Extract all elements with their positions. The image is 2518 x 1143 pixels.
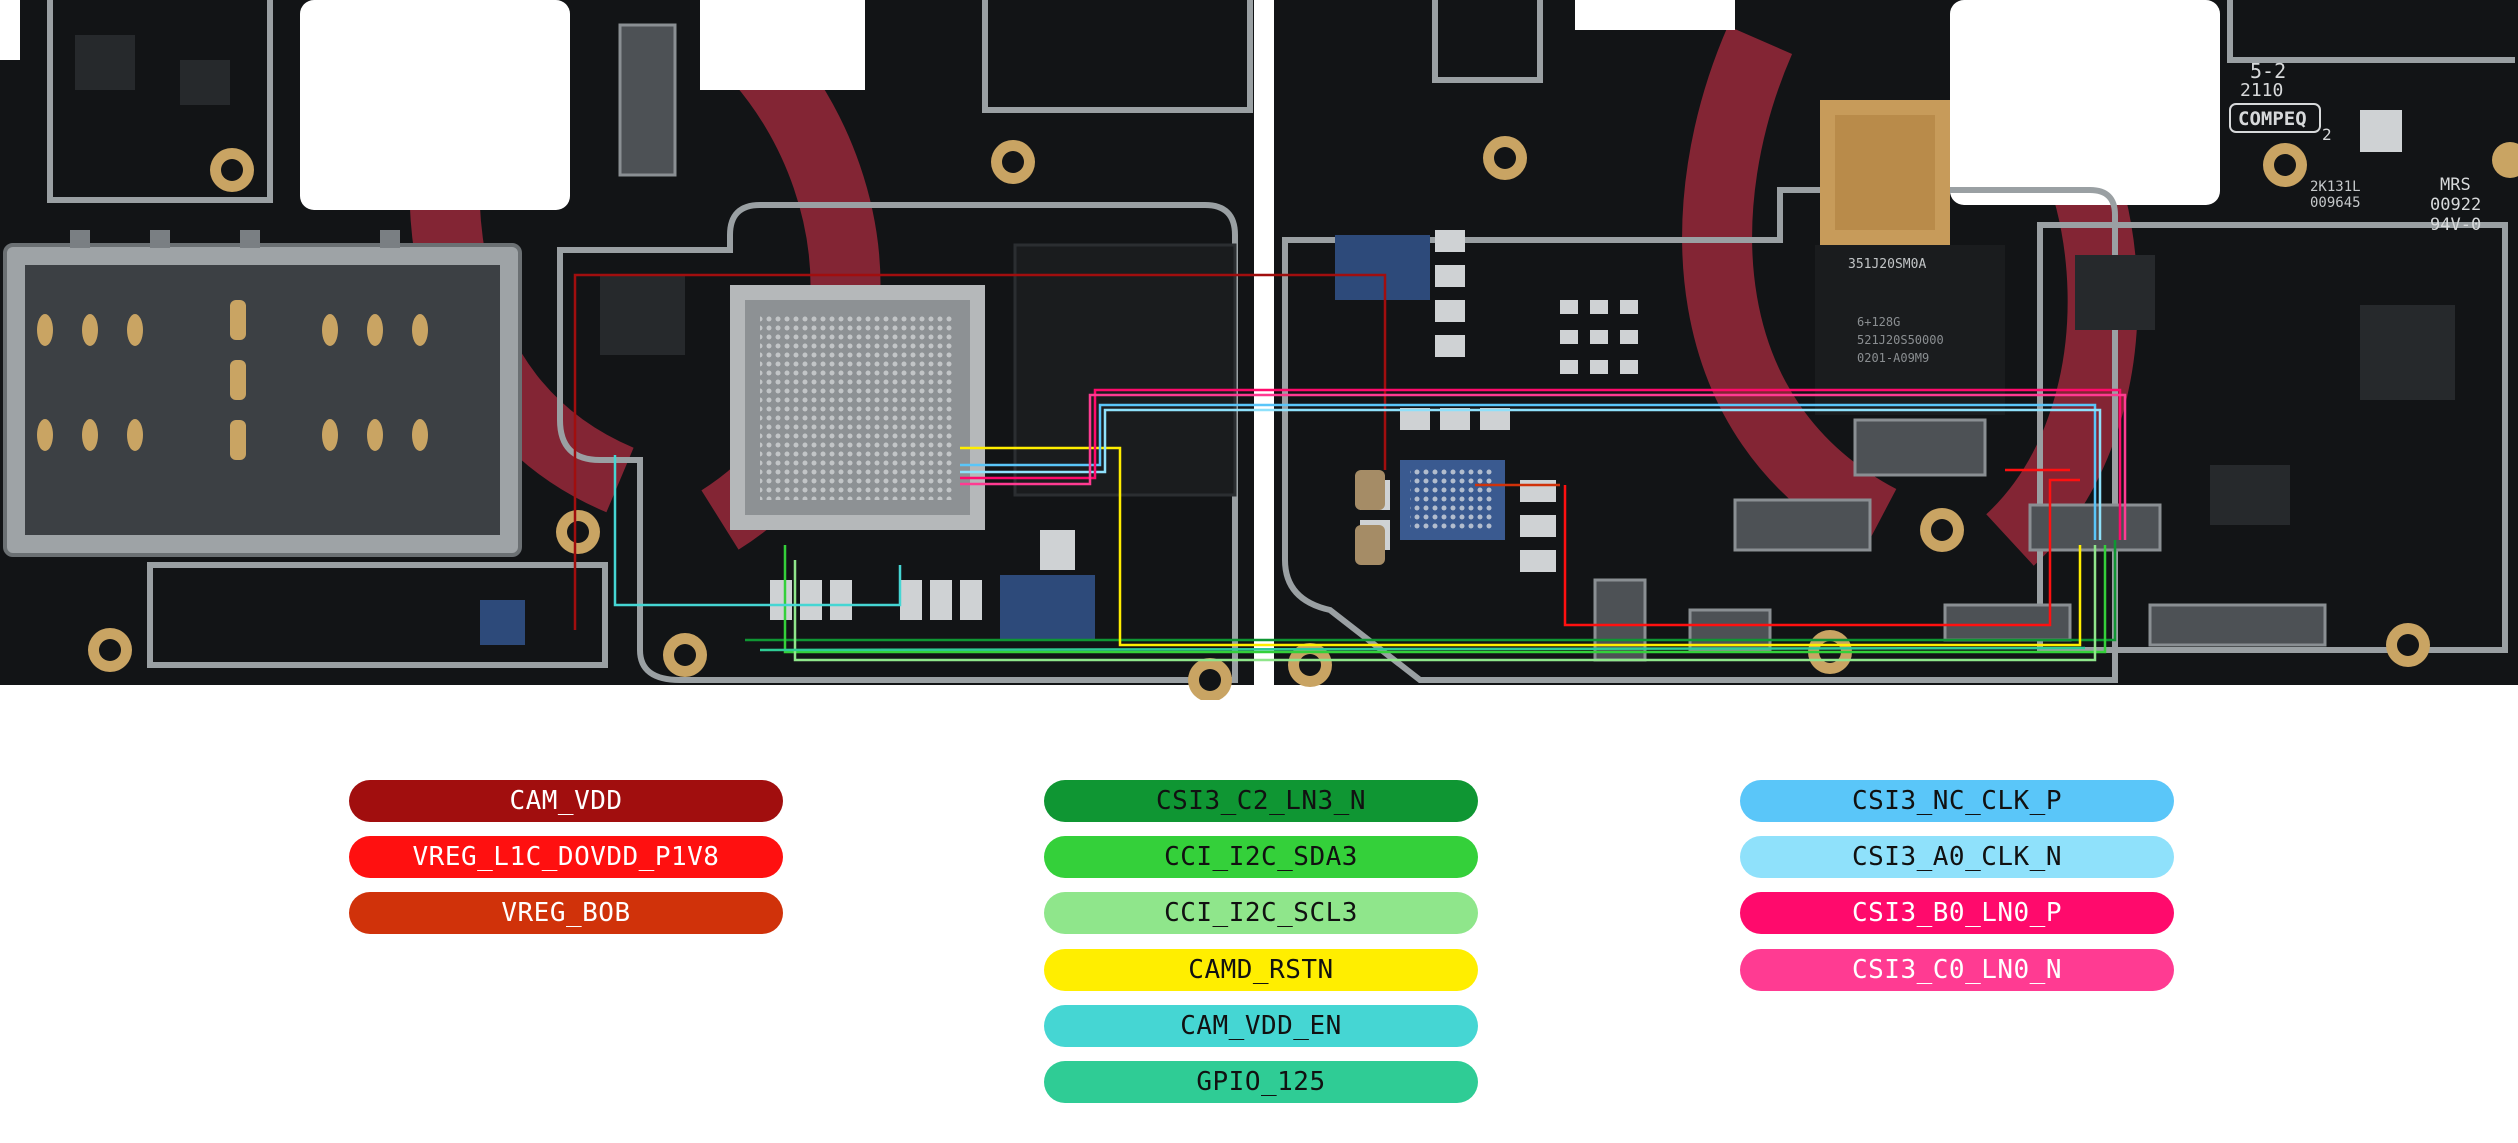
pcb-rev: 5-2: [2250, 59, 2286, 83]
trace-csi3-c2-ln3-n: [745, 540, 2117, 642]
left-ic-2: [180, 60, 230, 105]
legend-label: CAM_VDD_EN: [1180, 1011, 1342, 1041]
ul-code-1: MRS: [2440, 175, 2471, 195]
legend-label: CAM_VDD: [509, 786, 623, 816]
blue-ic-1: [1335, 235, 1430, 300]
legend-label: CSI3_C0_LN0_N: [1852, 955, 2062, 985]
legend-camd-rstn: CAMD_RSTN: [1044, 949, 1478, 991]
board-cutouts: [0, 0, 2220, 210]
inductors: [1355, 470, 1385, 565]
legend-cci-i2c-scl3: CCI_I2C_SCL3: [1044, 892, 1478, 934]
board-split-gap: [1254, 0, 1274, 700]
trace-gpio-125: [759, 646, 2086, 652]
legend-label: CSI3_C2_LN3_N: [1156, 786, 1366, 816]
pcb-maker: COMPEQ: [2238, 108, 2307, 130]
legend-csi3-nc-clk-p: CSI3_NC_CLK_P: [1740, 780, 2174, 822]
trace-cci-i2c-sda3: [783, 545, 2107, 654]
memory-chip: [1013, 243, 1237, 497]
legend-label: CSI3_A0_CLK_N: [1852, 842, 2062, 872]
legend-csi3-b0-ln0-p: CSI3_B0_LN0_P: [1740, 892, 2174, 934]
trace-vreg-l1c: [1563, 478, 2080, 627]
pcb-maker-badge: [2229, 103, 2321, 133]
legend-cam-vdd: CAM_VDD: [349, 780, 783, 822]
legend-csi3-a0-clk-n: CSI3_A0_CLK_N: [1740, 836, 2174, 878]
legend-label: CSI3_NC_CLK_P: [1852, 786, 2062, 816]
signal-traces: [573, 273, 2127, 662]
chip-marking-3: 521J20S50000: [1857, 333, 1944, 347]
right-ic-3: [2075, 255, 2155, 330]
legend-label: CCI_I2C_SCL3: [1164, 898, 1358, 928]
legend-label: CCI_I2C_SDA3: [1164, 842, 1358, 872]
board-connectors: [618, 23, 2327, 662]
signal-legend: CAM_VDD VREG_L1C_DOVDD_P1V8 VREG_BOB CSI…: [0, 700, 2518, 1143]
legend-cam-vdd-en: CAM_VDD_EN: [1044, 1005, 1478, 1047]
ul-code-3: 94V-0: [2430, 215, 2481, 235]
chip-marking-4: 0201-A09M9: [1857, 351, 1929, 365]
pcb-date: 2110: [2240, 80, 2283, 101]
legend-vreg-l1c-dovdd-p1v8: VREG_L1C_DOVDD_P1V8: [349, 836, 783, 878]
shield-frames: [47, 0, 2515, 683]
blue-ic-2: [1000, 575, 1095, 640]
board-bottom-edge: [0, 685, 2518, 700]
pcb-batch: 009645: [2310, 195, 2361, 211]
legend-label: VREG_BOB: [501, 898, 631, 928]
pcb-board-view: 351J20SM0A 6+128G 521J20S50000 0201-A09M…: [0, 0, 2518, 700]
right-ic-1: [2360, 305, 2455, 400]
legend-cci-i2c-sda3: CCI_I2C_SDA3: [1044, 836, 1478, 878]
legend-label: GPIO_125: [1196, 1067, 1326, 1097]
legend-csi3-c0-ln0-n: CSI3_C0_LN0_N: [1740, 949, 2174, 991]
pcb-maker-suffix: 2: [2322, 125, 2332, 144]
trace-camd-rstn: [960, 446, 2082, 647]
emmc-chip: [1815, 245, 2005, 415]
legend-gpio-125: GPIO_125: [1044, 1061, 1478, 1103]
blue-ic-3: [480, 600, 525, 645]
qr-code: [2360, 110, 2402, 152]
trace-cam-vdd-en: [613, 455, 902, 607]
chip-marking-1: 351J20SM0A: [1848, 257, 1926, 272]
trace-cam-vdd: [573, 273, 1387, 630]
right-ic-2: [2210, 465, 2290, 525]
chip-marking-2: 6+128G: [1857, 315, 1900, 329]
trace-csi3-nc-clk-p: [960, 403, 2097, 540]
soc-bga-chip: [730, 285, 985, 530]
trace-csi3-a0-clk-n: [960, 408, 2102, 540]
left-ic-1: [75, 35, 135, 90]
trace-csi3-c0-ln0-n: [960, 393, 2127, 540]
trace-csi3-b0-ln0-p: [960, 388, 2122, 540]
legend-label: CAMD_RSTN: [1188, 955, 1334, 985]
ul-code-2: 00922: [2430, 195, 2481, 215]
legend-vreg-bob: VREG_BOB: [349, 892, 783, 934]
legend-label: VREG_L1C_DOVDD_P1V8: [412, 842, 720, 872]
legend-csi3-c2-ln3-n: CSI3_C2_LN3_N: [1044, 780, 1478, 822]
pcb-code: 2K131L: [2310, 179, 2361, 195]
left-ic-3: [600, 275, 685, 355]
legend-label: CSI3_B0_LN0_P: [1852, 898, 2062, 928]
trace-cci-i2c-scl3: [793, 545, 2097, 662]
sim-card-tray: [3, 230, 522, 557]
